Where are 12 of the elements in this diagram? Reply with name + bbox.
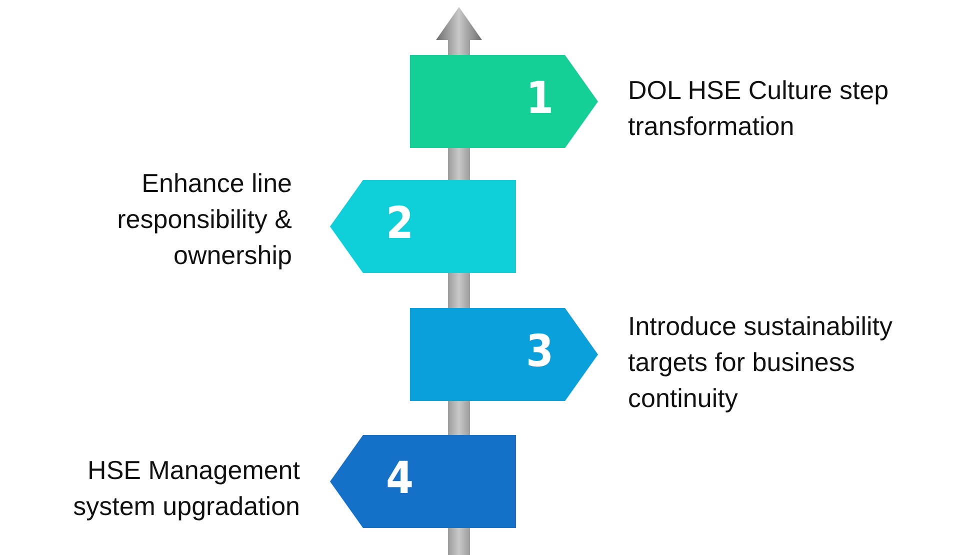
step-description: HSE Management system upgradation	[72, 454, 300, 523]
signpost-board	[410, 308, 598, 401]
step-number: 4	[386, 452, 414, 506]
signpost-board	[410, 55, 598, 148]
step-description: Enhance line responsibility & ownership	[116, 167, 292, 272]
signpost-board	[330, 180, 516, 273]
step-number: 2	[386, 197, 414, 251]
step-number: 1	[526, 72, 554, 126]
step-description: DOL HSE Culture step transformation	[628, 74, 890, 143]
step-number: 3	[526, 325, 554, 379]
signpost-board	[330, 435, 516, 528]
step-description: Introduce sustainability targets for business continuity	[628, 310, 894, 415]
